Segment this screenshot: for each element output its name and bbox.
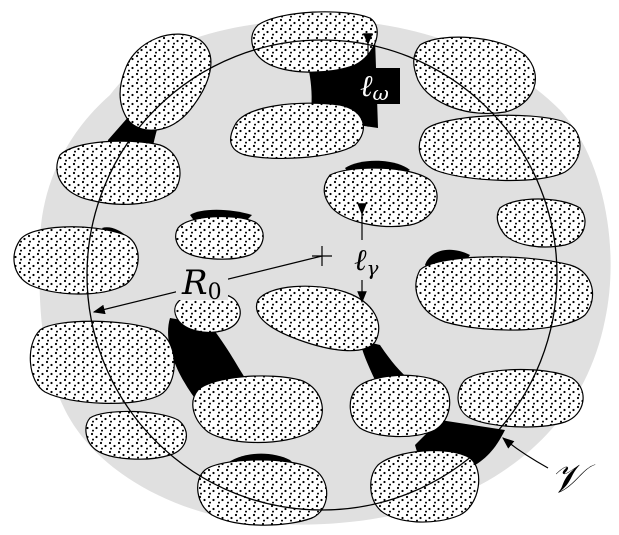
grain-6	[419, 115, 580, 180]
l-omega-subscript: ω	[373, 81, 389, 105]
grain-2	[252, 12, 377, 72]
grain-5	[57, 141, 180, 204]
grain-19	[198, 460, 327, 525]
grain-15	[458, 370, 583, 427]
grain-17	[350, 375, 449, 436]
grain-16	[193, 376, 323, 443]
grain-10	[14, 227, 138, 294]
grain-14	[30, 321, 174, 403]
grain-8	[497, 199, 585, 247]
l-gamma-subscript: γ	[367, 256, 379, 280]
grain-11	[416, 257, 593, 330]
grain-9	[176, 216, 264, 259]
radius-subscript: 0	[208, 280, 222, 305]
volume-label: 𝒱	[550, 456, 596, 502]
